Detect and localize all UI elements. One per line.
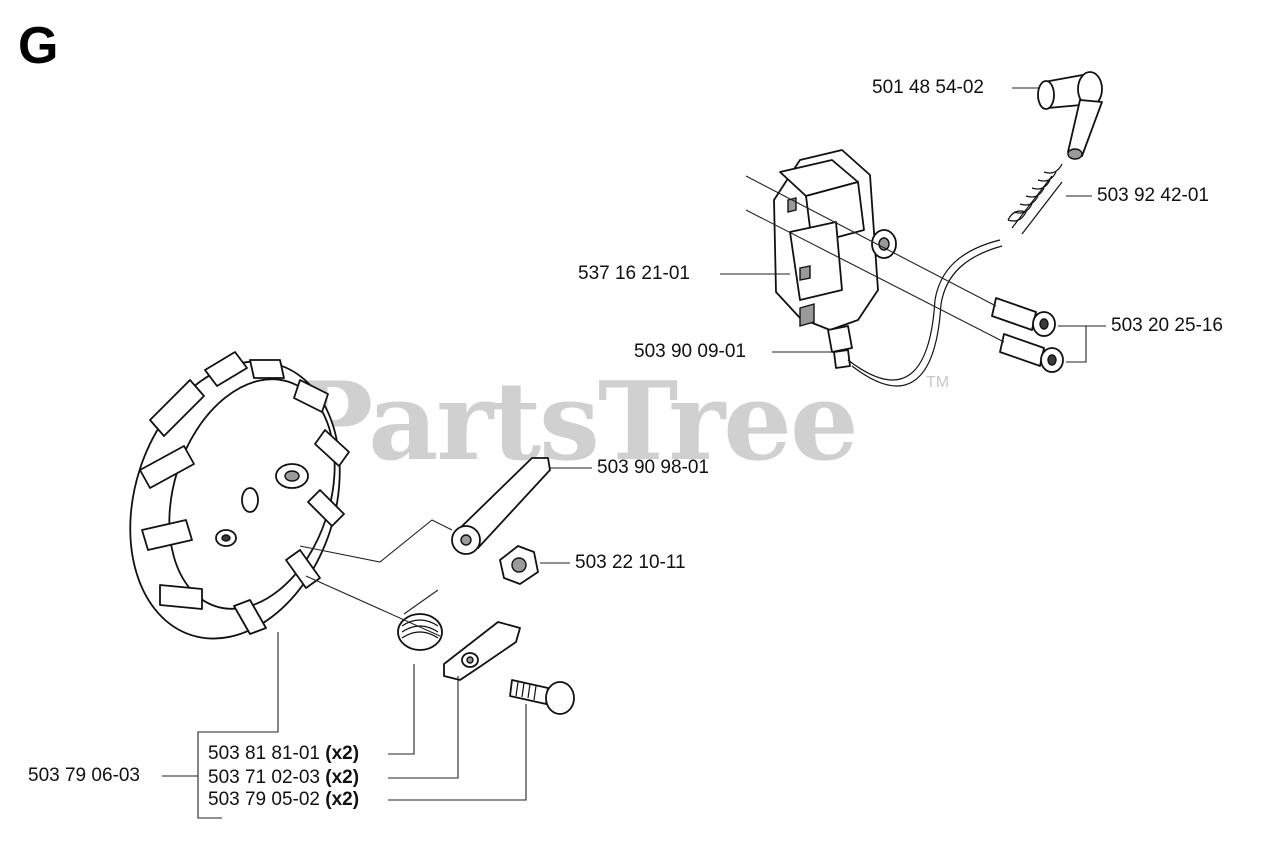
pawl-spring-drawing[interactable] bbox=[305, 575, 443, 651]
qty-pawl-pin: (x2) bbox=[325, 789, 360, 810]
qty-pawl: (x2) bbox=[325, 767, 360, 788]
watermark-text: PartsTree bbox=[292, 359, 859, 485]
ignition-module-drawing[interactable] bbox=[773, 149, 1003, 387]
label-ignition-module[interactable]: 537 16 21-01 bbox=[578, 263, 690, 284]
leader-flywheel bbox=[162, 632, 279, 819]
label-ignition-lead-cap[interactable]: 501 48 54-02 bbox=[872, 77, 984, 98]
label-flywheel[interactable]: 503 79 06-03 bbox=[28, 765, 140, 786]
label-cable-terminal[interactable]: 503 90 09-01 bbox=[634, 341, 746, 362]
leader-screw bbox=[1058, 325, 1106, 363]
leader-pawl-spring bbox=[388, 664, 415, 755]
pawl-drawing[interactable] bbox=[443, 621, 521, 681]
pawl-washer-drawing[interactable] bbox=[299, 457, 551, 563]
screw-drawing[interactable] bbox=[745, 175, 1064, 373]
label-nut[interactable]: 503 22 10-11 bbox=[575, 552, 686, 573]
qty-pawl-spring: (x2) bbox=[325, 743, 360, 764]
label-pawl-pin: 503 79 05-02 bbox=[208, 789, 320, 810]
label-row-pawl-pin[interactable]: 503 79 05-02 (x2) bbox=[208, 789, 359, 811]
label-row-pawl-spring[interactable]: 503 81 81-01 (x2) bbox=[208, 743, 359, 765]
label-pawl-washer[interactable]: 503 90 98-01 bbox=[597, 457, 709, 478]
label-pawl-spring: 503 81 81-01 bbox=[208, 743, 320, 764]
section-letter: G bbox=[18, 17, 59, 75]
label-pawl: 503 71 02-03 bbox=[208, 767, 320, 788]
label-spring[interactable]: 503 92 42-01 bbox=[1097, 185, 1209, 206]
trademark-symbol: TM bbox=[926, 374, 950, 391]
leader-pawl bbox=[388, 676, 459, 779]
pawl-pin-drawing[interactable] bbox=[509, 679, 575, 715]
nut-drawing[interactable] bbox=[499, 545, 539, 585]
flywheel-drawing[interactable] bbox=[96, 334, 374, 666]
label-row-pawl[interactable]: 503 71 02-03 (x2) bbox=[208, 767, 359, 789]
ignition-lead-cap-drawing[interactable] bbox=[1037, 71, 1103, 160]
spring-drawing[interactable] bbox=[1007, 163, 1063, 235]
leader-pawl-pin bbox=[388, 704, 527, 801]
label-screw[interactable]: 503 20 25-16 bbox=[1111, 315, 1223, 336]
